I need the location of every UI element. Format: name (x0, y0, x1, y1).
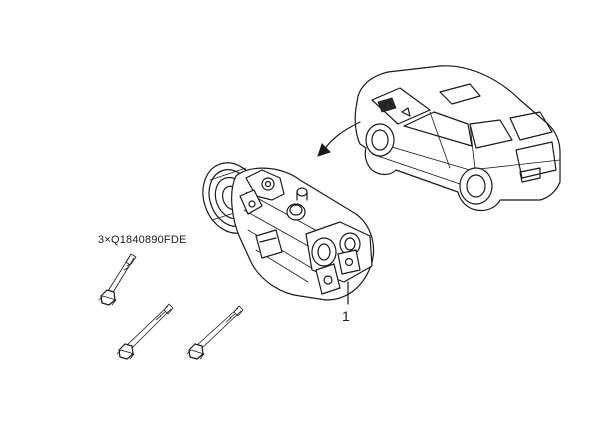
bolt-icon (116, 303, 174, 360)
bolt-quantity-label: 3×Q1840890FDE (98, 234, 187, 246)
compressor-icon (202, 162, 375, 301)
car-icon (354, 65, 561, 212)
bolt-icon (186, 305, 244, 360)
bolt-icon (98, 253, 137, 306)
callout-1-label: 1 (342, 308, 350, 324)
arrow-icon (317, 121, 361, 157)
